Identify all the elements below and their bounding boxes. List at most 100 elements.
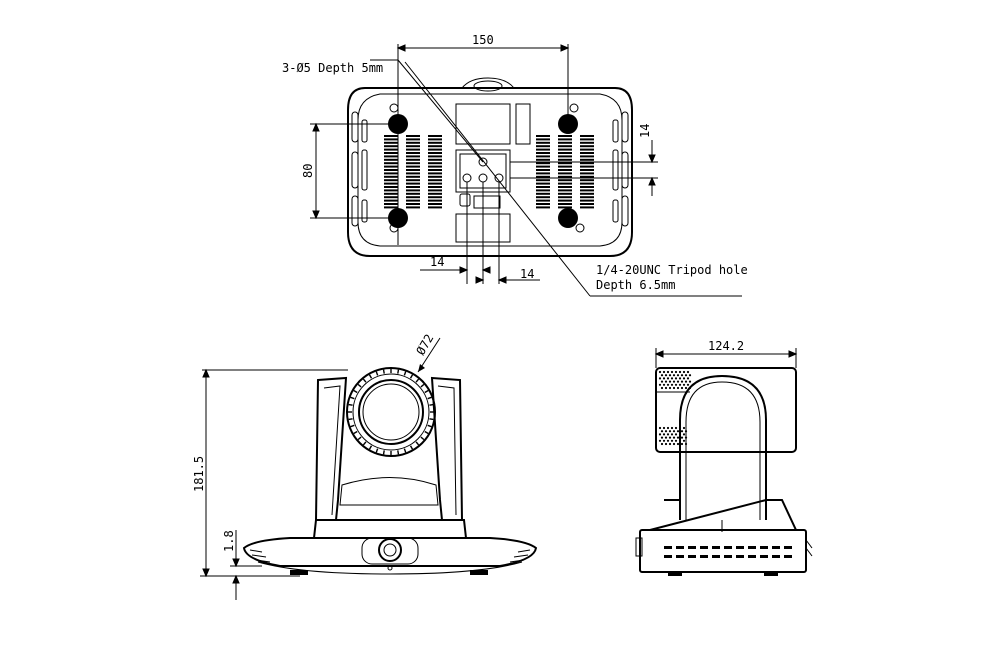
- lens-tick: [403, 448, 407, 453]
- vent-dot: [674, 377, 678, 380]
- side-arm-inner: [685, 381, 761, 520]
- right-arm: [430, 376, 464, 521]
- lens-tick: [420, 383, 425, 388]
- vent-dot: [660, 386, 664, 390]
- vent-dot: [670, 439, 674, 442]
- dim-depth-label: 124.2: [708, 339, 744, 353]
- dip-switch: [459, 193, 471, 207]
- lens-tick: [427, 396, 432, 400]
- vent-dot: [666, 426, 670, 430]
- dim-height-181-5: [200, 368, 348, 578]
- vent-dot: [672, 430, 676, 433]
- vent-dot: [670, 383, 674, 386]
- vent-dot: [658, 377, 662, 380]
- vent-dot: [680, 436, 684, 439]
- side-base-front-detail: [635, 537, 813, 557]
- leader-mount-holes: [370, 59, 484, 245]
- vent-dot: [680, 430, 684, 433]
- side-foot-left: [668, 572, 682, 576]
- lens-tick: [424, 389, 429, 394]
- vent-dot: [686, 383, 690, 386]
- vent-dot: [686, 370, 690, 374]
- front-foot-left: [290, 570, 308, 575]
- side-base-body: [639, 529, 807, 573]
- lens-tick: [350, 424, 355, 428]
- side-view: 124.2: [635, 339, 813, 576]
- side-base-vents: [664, 546, 792, 558]
- vent-dot: [686, 377, 690, 380]
- vent-dot: [676, 430, 680, 433]
- status-led: [387, 565, 393, 571]
- base-vent-slot: [736, 546, 744, 549]
- lens-tick: [397, 450, 400, 455]
- base-vent-slot: [784, 555, 792, 558]
- vent-dot: [662, 370, 666, 374]
- base-vent-slot: [772, 555, 780, 558]
- vent-dot: [670, 426, 674, 430]
- lens-tick: [357, 383, 362, 388]
- lens-tick: [362, 441, 367, 446]
- vent-dot: [658, 426, 662, 430]
- vent-dot: [682, 433, 686, 436]
- vent-dot: [682, 370, 686, 374]
- bottom-view: 150 80 14 14 14: [282, 33, 748, 297]
- vent-dot: [660, 436, 664, 439]
- vent-dot: [658, 383, 662, 386]
- vent-dot: [676, 386, 680, 390]
- lens-tick: [409, 374, 414, 379]
- base-bottom: [257, 561, 523, 575]
- base-vent-slot: [700, 555, 708, 558]
- vent-dot: [680, 442, 684, 446]
- vent-dot: [660, 374, 664, 377]
- base-vent-slot: [664, 546, 672, 549]
- cable-connector: [473, 80, 503, 92]
- bottom-vent-left: [384, 135, 442, 209]
- side-base-top: [649, 499, 798, 531]
- vent-dot: [664, 386, 668, 390]
- base-vent-slot: [700, 546, 708, 549]
- lens-ring-mid: [352, 373, 430, 451]
- vent-dot: [662, 377, 666, 380]
- base-vent-slot: [712, 546, 720, 549]
- vent-dot: [664, 436, 668, 439]
- lens-tick: [397, 369, 400, 374]
- vent-dot: [672, 380, 676, 383]
- mount-hole-2: [478, 173, 488, 183]
- vent-dot: [682, 377, 686, 380]
- lens-tick: [353, 389, 358, 394]
- dim-height-label-front: 181.5: [192, 456, 206, 492]
- vent-dot: [682, 439, 686, 442]
- lens-ring-outer: [346, 367, 436, 457]
- base-vent-slot: [748, 555, 756, 558]
- base-vent-slot: [772, 546, 780, 549]
- vent-dot: [658, 439, 662, 442]
- left-arm: [314, 376, 348, 521]
- vent-dot: [674, 439, 678, 442]
- lens-tick: [353, 430, 358, 435]
- label-area-top: [455, 103, 511, 145]
- vent-dot: [666, 370, 670, 374]
- vent-dot: [676, 442, 680, 446]
- tracking-sensor: [378, 538, 402, 562]
- vent-dot: [668, 386, 672, 390]
- vent-dot: [658, 433, 662, 436]
- dim-height-label: 80: [301, 164, 315, 178]
- lens-tick: [424, 430, 429, 435]
- vent-dot: [672, 386, 676, 390]
- vent-dot: [670, 377, 674, 380]
- left-side-slots: [351, 111, 368, 227]
- vent-dot: [680, 386, 684, 390]
- base-side-vents-left: [249, 549, 271, 563]
- label-area-side: [515, 103, 531, 145]
- vent-dot: [684, 374, 688, 377]
- vent-dot: [658, 370, 662, 374]
- vent-dot: [666, 383, 670, 386]
- lens-tick: [348, 418, 353, 421]
- vent-dot: [670, 433, 674, 436]
- vent-dot: [684, 386, 688, 390]
- front-view: Ø72 181.5 1.: [192, 332, 538, 600]
- base-side-vents-right: [509, 549, 531, 563]
- head-bottom: [339, 477, 439, 506]
- base-vent-slot: [712, 555, 720, 558]
